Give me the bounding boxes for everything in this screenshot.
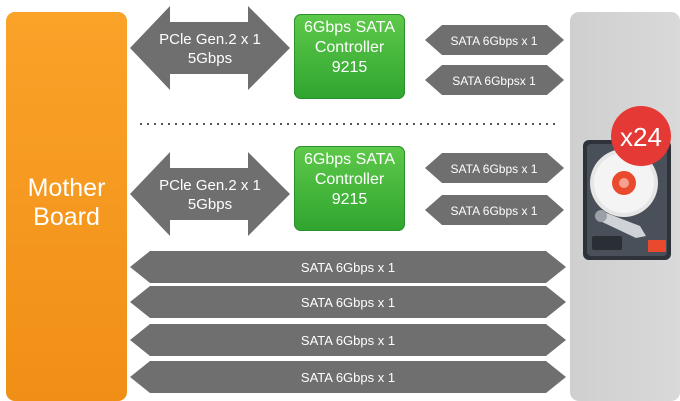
- direct-sata-label: SATA 6Gbps x 1: [301, 295, 395, 310]
- direct-sata-arrow: SATA 6Gbps x 1: [130, 361, 566, 393]
- motherboard-label-line2: Board: [33, 203, 100, 231]
- sata-link-arrow: SATA 6Gbps x 1: [425, 195, 564, 225]
- motherboard-block: [6, 12, 127, 401]
- sata-link-arrow: SATA 6Gbpsx 1: [425, 65, 564, 95]
- sata-link-arrow: SATA 6Gbps x 1: [425, 25, 564, 55]
- controller-line2: Controller: [314, 39, 385, 56]
- controller-line3: 9215: [331, 59, 368, 76]
- controller-line1: 6Gbps SATA: [304, 19, 395, 36]
- motherboard-label-line1: Mother: [27, 174, 106, 202]
- pcie-link-arrow: PCle Gen.2 x 1 5Gbps: [130, 152, 290, 236]
- direct-sata-arrow: SATA 6Gbps x 1: [130, 286, 566, 318]
- pcie-link-speed: 5Gbps: [188, 50, 232, 67]
- sata-controller-box: 6Gbps SATA Controller 9215: [294, 14, 405, 99]
- direct-sata-label: SATA 6Gbps x 1: [301, 260, 395, 275]
- controller-line1: 6Gbps SATA: [304, 151, 395, 168]
- drive-count-label: x24: [620, 122, 662, 152]
- direct-sata-label: SATA 6Gbps x 1: [301, 370, 395, 385]
- motherboard-label: Mother Board: [6, 174, 127, 232]
- pcie-link-speed: 5Gbps: [188, 196, 232, 213]
- pcie-link-label: PCle Gen.2 x 1: [159, 177, 261, 194]
- sata-controller-box: 6Gbps SATA Controller 9215: [294, 146, 405, 231]
- controller-line2: Controller: [314, 171, 385, 188]
- direct-sata-label: SATA 6Gbps x 1: [301, 333, 395, 348]
- sata-link-label: SATA 6Gbps x 1: [451, 34, 538, 48]
- pcie-link-arrow: PCle Gen.2 x 1 5Gbps: [130, 6, 290, 90]
- sata-link-arrow: SATA 6Gbps x 1: [425, 153, 564, 183]
- drive-count-badge: x24: [611, 106, 671, 166]
- sata-link-label: SATA 6Gbpsx 1: [452, 74, 536, 88]
- pcie-link-label: PCle Gen.2 x 1: [159, 31, 261, 48]
- direct-sata-arrow: SATA 6Gbps x 1: [130, 251, 566, 283]
- sata-link-label: SATA 6Gbps x 1: [451, 162, 538, 176]
- direct-sata-arrow: SATA 6Gbps x 1: [130, 324, 566, 356]
- controller-line3: 9215: [331, 191, 368, 208]
- sata-link-label: SATA 6Gbps x 1: [451, 204, 538, 218]
